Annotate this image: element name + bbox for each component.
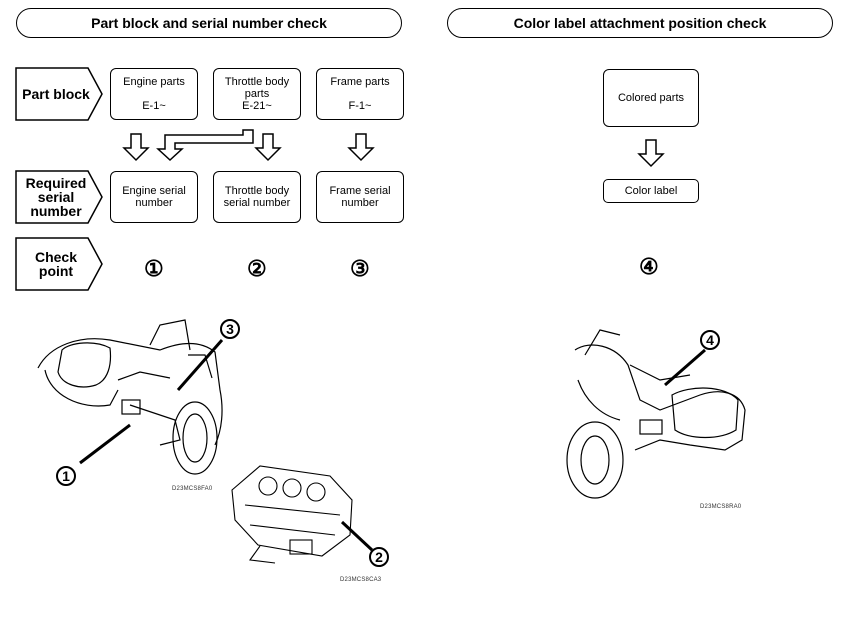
check-point-line-2: point xyxy=(38,263,74,279)
serial-engine-line-1: Engine serial xyxy=(122,185,186,197)
right-section-header: Color label attachment position check xyxy=(447,8,833,38)
image-code-throttle: D23MCS8CA3 xyxy=(340,577,382,583)
arrow-down-icon xyxy=(347,133,375,162)
part-block-engine: Engine parts E-1~ xyxy=(110,68,198,120)
check-point-4: ④ xyxy=(639,254,659,279)
serial-frame-line-2: number xyxy=(341,197,379,209)
serial-throttle-line-2: serial number xyxy=(223,197,291,209)
part-block-throttle-line-3: E-21~ xyxy=(242,100,272,112)
required-serial-number-label: Required serial number xyxy=(16,171,96,223)
required-serial-line-3: number xyxy=(30,203,82,219)
callout-circle-1: 1 xyxy=(56,466,76,486)
check-point-3: ③ xyxy=(350,256,370,281)
motorcycle-left-illustration xyxy=(37,319,223,475)
serial-engine: Engine serial number xyxy=(110,171,198,223)
check-point-1: ① xyxy=(144,256,164,281)
colored-parts-box: Colored parts xyxy=(603,69,699,127)
part-block-throttle-line-2: parts xyxy=(244,88,270,100)
callout-circle-4: 4 xyxy=(700,330,720,350)
color-label-box: Color label xyxy=(603,179,699,203)
serial-frame-line-1: Frame serial xyxy=(329,185,391,197)
motorcycle-right-illustration xyxy=(566,329,746,499)
part-block-frame-line-1: Frame parts xyxy=(330,76,390,88)
required-serial-line-1: Required xyxy=(25,175,87,191)
serial-throttle: Throttle body serial number xyxy=(213,171,301,223)
part-block-frame-line-3: F-1~ xyxy=(348,100,372,112)
part-block-frame: Frame parts F-1~ xyxy=(316,68,404,120)
arrow-down-icon xyxy=(637,139,665,168)
callout-line-2 xyxy=(340,520,374,552)
callout-line-3 xyxy=(176,339,224,391)
bent-arrow-icon xyxy=(156,129,254,162)
part-block-tag-shape xyxy=(15,67,103,121)
throttle-body-illustration xyxy=(231,465,353,564)
serial-tag-shape xyxy=(15,170,103,224)
left-section-header: Part block and serial number check xyxy=(16,8,402,38)
image-code-moto-left: D23MCS8FA0 xyxy=(172,486,213,492)
required-serial-line-2: serial xyxy=(37,189,75,205)
check-point-2: ② xyxy=(247,256,267,281)
check-point-line-1: Check xyxy=(34,249,78,265)
check-point-label: Check point xyxy=(16,238,96,290)
callout-line-4 xyxy=(664,348,706,387)
part-block-engine-line-3: E-1~ xyxy=(142,100,166,112)
part-block-throttle: Throttle body parts E-21~ xyxy=(213,68,301,120)
arrow-down-icon xyxy=(122,133,150,162)
check-point-tag-shape xyxy=(15,237,103,291)
part-block-label: Part block xyxy=(22,86,90,102)
serial-engine-line-2: number xyxy=(135,197,173,209)
callout-circle-2: 2 xyxy=(369,547,389,567)
part-block-engine-line-1: Engine parts xyxy=(123,76,185,88)
callout-line-1 xyxy=(79,423,131,465)
callout-circle-3: 3 xyxy=(220,319,240,339)
arrow-down-icon xyxy=(254,133,282,162)
serial-throttle-line-1: Throttle body xyxy=(224,185,290,197)
image-code-moto-right: D23MCS8RA0 xyxy=(700,504,742,510)
serial-frame: Frame serial number xyxy=(316,171,404,223)
part-block-throttle-line-1: Throttle body xyxy=(224,76,290,88)
